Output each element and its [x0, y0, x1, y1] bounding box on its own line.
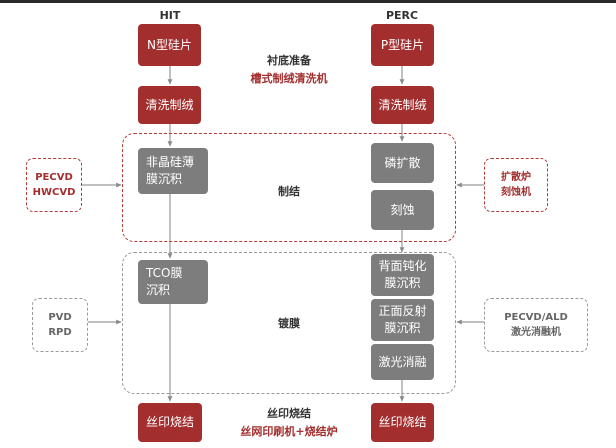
perc-front-antireflection-box: 正面反射膜沉积	[371, 299, 434, 341]
perc-front-line-2: 膜沉积	[384, 321, 421, 335]
junction-region	[122, 133, 456, 242]
left-film-equipment-box: PVD RPD	[32, 298, 88, 352]
left-junction-equipment-2: HWCVD	[32, 187, 76, 198]
stage-film-label: 镀膜	[278, 317, 300, 330]
perc-print-box: 丝印烧结	[371, 403, 434, 442]
right-junction-equipment-box: 扩散炉 刻蚀机	[484, 158, 548, 212]
left-film-equipment-1: PVD	[48, 312, 72, 323]
left-junction-equipment-1: PECVD	[35, 172, 73, 183]
hit-clean-box: 清洗制绒	[138, 86, 201, 124]
hit-tco-line-1: TCO膜	[146, 266, 183, 280]
hit-amorphous-box: 非晶硅薄膜沉积	[138, 148, 208, 194]
right-junction-equipment-2: 刻蚀机	[501, 187, 531, 198]
stage-junction-label: 制结	[278, 185, 300, 198]
perc-wafer-box: P型硅片	[371, 24, 434, 66]
perc-back-line-1: 背面钝化	[378, 259, 427, 273]
left-junction-equipment-box: PECVD HWCVD	[26, 158, 82, 212]
perc-back-passivation-box: 背面钝化膜沉积	[371, 254, 434, 296]
stage-substrate-equipment: 槽式制绒清洗机	[250, 72, 328, 85]
top-rule	[0, 0, 616, 3]
hit-tco-line-2: 沉积	[146, 283, 171, 297]
left-film-equipment-2: RPD	[48, 327, 72, 338]
stage-substrate-label: 衬底准备	[267, 54, 311, 67]
perc-laser-box: 激光消融	[371, 344, 434, 380]
column-title-perc: PERC	[385, 9, 419, 22]
column-title-hit: HIT	[159, 9, 181, 22]
hit-print-box: 丝印烧结	[138, 403, 202, 442]
right-junction-equipment-1: 扩散炉	[501, 172, 531, 183]
stage-printing-label: 丝印烧结	[267, 407, 311, 420]
perc-back-line-2: 膜沉积	[384, 276, 421, 290]
stage-printing-equipment: 丝网印刷机+烧结炉	[240, 425, 338, 438]
right-film-equipment-1: PECVD/ALD	[504, 312, 568, 323]
film-region	[122, 252, 456, 394]
hit-amorphous-line-2: 膜沉积	[146, 172, 183, 186]
hit-wafer-box: N型硅片	[138, 24, 201, 66]
hit-tco-box: TCO膜沉积	[138, 260, 208, 304]
perc-front-line-1: 正面反射	[378, 304, 427, 318]
perc-diffusion-box: 磷扩散	[371, 143, 434, 183]
hit-amorphous-line-1: 非晶硅薄	[146, 155, 195, 169]
right-film-equipment-2: 激光消融机	[511, 327, 561, 338]
right-film-equipment-box: PECVD/ALD 激光消融机	[484, 298, 588, 352]
perc-etch-box: 刻蚀	[371, 190, 434, 230]
perc-clean-box: 清洗制绒	[371, 86, 434, 124]
